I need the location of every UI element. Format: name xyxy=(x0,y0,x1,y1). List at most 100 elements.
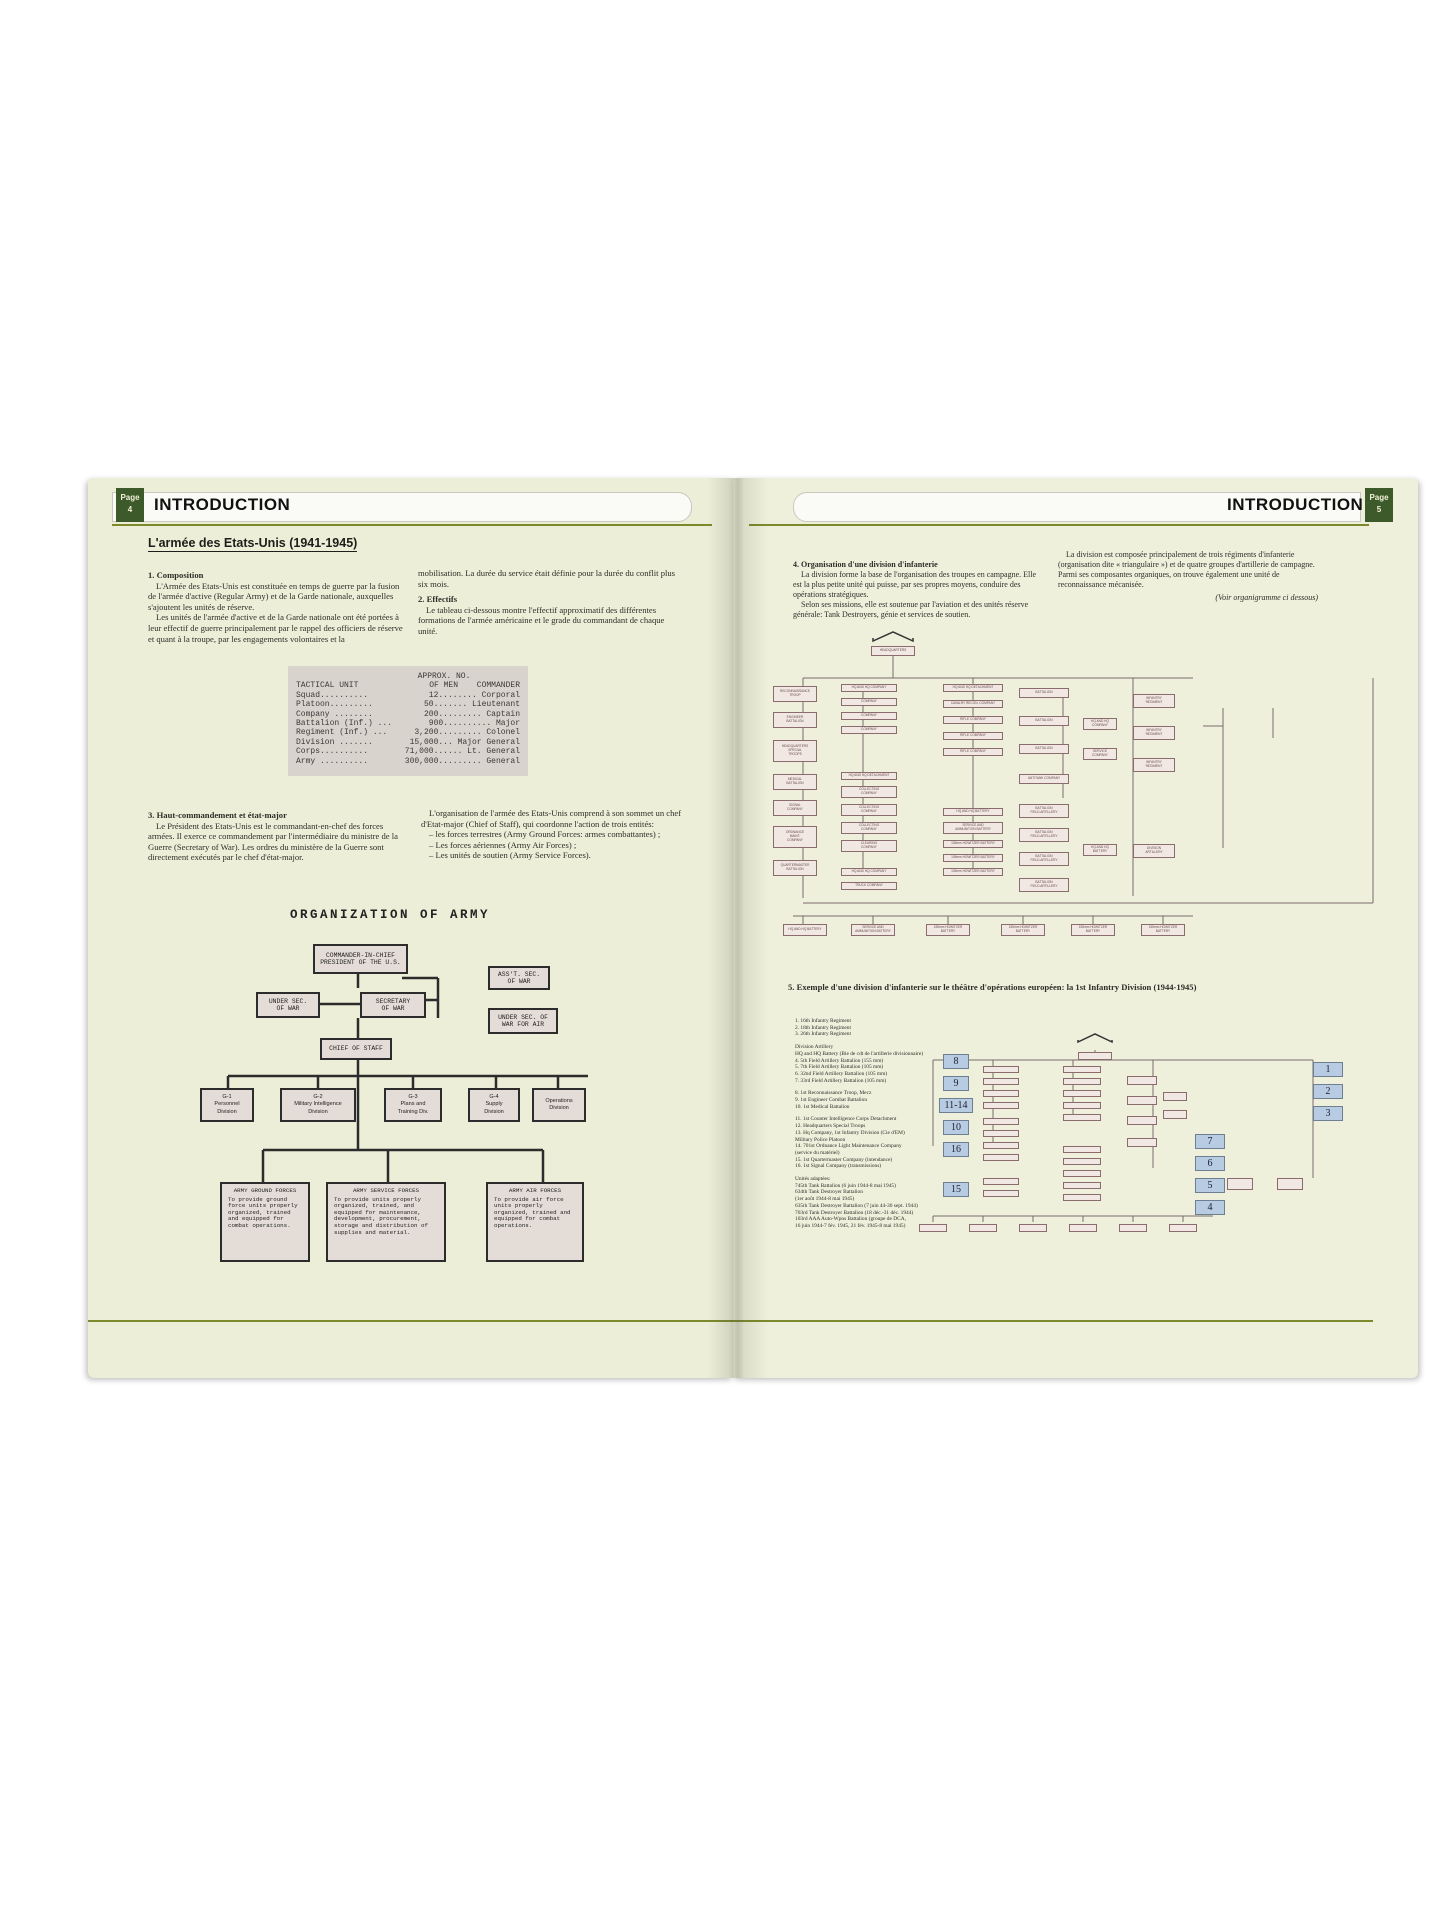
g4-box: G-4 Supply Division xyxy=(468,1088,520,1122)
list-item: Division Artillery xyxy=(795,1044,834,1051)
org-box: COMPANY xyxy=(841,712,897,720)
org-box xyxy=(983,1142,1019,1149)
org-box: HQ AND HQ DETACHMENT xyxy=(841,772,897,780)
list-item: 634th Tank Destroyer Battalion xyxy=(795,1189,863,1196)
org-box: HQ AND HQ BATTERY xyxy=(943,808,1003,816)
org-box xyxy=(1063,1182,1101,1189)
org-box xyxy=(1127,1116,1157,1125)
org-box xyxy=(983,1118,1019,1125)
list-item: 13. Hq Company, 1st Infantry Division (C… xyxy=(795,1129,905,1136)
org-box: COLLECTING COMPANY xyxy=(841,786,897,798)
box-title: ARMY GROUND FORCES xyxy=(233,1187,297,1194)
page-number-tag: Page 5 xyxy=(1365,488,1393,522)
list-item: 15. 1st Quartermaster Company (intendanc… xyxy=(795,1156,893,1163)
paragraph: Les unités de l'armée d'active et de la … xyxy=(148,612,403,644)
org-box xyxy=(1063,1090,1101,1097)
g1-box: G-1 Personnel Division xyxy=(200,1088,254,1122)
unit-number-marker: 5 xyxy=(1195,1178,1225,1193)
org-box xyxy=(1169,1224,1197,1232)
paragraph: Le tableau ci-dessous montre l'effectif … xyxy=(418,604,665,636)
cell: Company ........ xyxy=(296,709,373,719)
list-item: 16. 1st Signal Company (transmissions) xyxy=(795,1163,882,1170)
org-box: BATTALION FIELD ARTILLERY xyxy=(1019,852,1069,866)
org-box xyxy=(983,1102,1019,1109)
cell: ........ Corporal xyxy=(438,690,520,700)
cell: 900 xyxy=(428,719,444,729)
list-item: HQ and HQ Battery (Bie de cdt de l'artil… xyxy=(795,1050,924,1057)
header-rule xyxy=(749,524,1369,526)
box-title: ARMY SERVICE FORCES xyxy=(352,1187,420,1194)
header-bar xyxy=(793,492,1361,522)
heading-composition: 1. Composition xyxy=(148,570,204,580)
list-item: 5. 7th Field Artillery Battalion (105 mm… xyxy=(795,1064,884,1071)
cell: Platoon......... xyxy=(296,700,373,710)
table-row: Corps..........71,000...... Lt. General xyxy=(296,747,520,756)
org-box xyxy=(1119,1224,1147,1232)
list-item: 12. Headquarters Special Troops xyxy=(795,1123,866,1130)
text-column-composition: 1. Composition L'Armée des Etats-Unis es… xyxy=(148,570,403,644)
paragraph: La division est composée principalement … xyxy=(1058,550,1315,589)
list-item: 11. 1st Counter Intelligence Corps Detac… xyxy=(795,1116,897,1123)
header-bar xyxy=(112,492,692,522)
text-column-haut-commandement: 3. Haut-commandement et état-major Le Pr… xyxy=(148,810,410,863)
unit-number-marker: 16 xyxy=(943,1142,969,1157)
under-sec-war-box: UNDER SEC. OF WAR xyxy=(256,992,320,1018)
org-box: BATTALION FIELD ARTILLERY xyxy=(1019,828,1069,842)
list-item: 2. 18th Infantry Regiment xyxy=(795,1024,851,1031)
cell: Regiment (Inf.) ... xyxy=(296,728,388,738)
cell: Army .......... xyxy=(296,756,369,766)
list-item: 14. 701st Ordnance Light Maintenance Com… xyxy=(795,1143,902,1150)
note: (Voir organigramme ci dessous) xyxy=(1215,593,1318,602)
org-box xyxy=(1063,1158,1101,1165)
org-box xyxy=(1163,1092,1187,1101)
cell: 71,000 xyxy=(404,747,434,757)
paragraph: La division forme la base de l'organisat… xyxy=(793,570,1036,599)
org-box: 155mm HOWITZER BATTERY xyxy=(926,924,970,936)
box-text: To provide air force units properly orga… xyxy=(494,1195,571,1229)
org-box xyxy=(1069,1224,1097,1232)
division-hq-box: HEADQUARTERS xyxy=(871,646,915,656)
table-header: OF MEN xyxy=(429,681,458,691)
list-item: 4. 5th Field Artillery Battalion (155 mm… xyxy=(795,1057,884,1064)
section-title: L'armée des Etats-Unis (1941-1945) xyxy=(148,536,358,552)
list-item: 635th Tank Destroyer Battalion (7 juin 4… xyxy=(795,1202,918,1209)
unit-number-marker: 7 xyxy=(1195,1134,1225,1149)
heading-organisation-division: 4. Organisation d'une division d'infante… xyxy=(793,560,938,569)
medical-battalion-box: MEDICAL BATTALION xyxy=(773,774,817,790)
list-item: Military Police Platoon xyxy=(795,1136,846,1143)
org-box: ANTITANK COMPANY xyxy=(1019,774,1069,784)
cell: 3,200 xyxy=(414,728,439,738)
list-item: 6. 32nd Field Artillery Battalion (105 m… xyxy=(795,1070,888,1077)
org-box: HQ AND HQ COMPANY xyxy=(1083,718,1117,730)
asst-sec-war-box: ASS'T. SEC. OF WAR xyxy=(488,966,550,990)
table-row: Division .......15,000... Major General xyxy=(296,738,520,747)
box-text: To provide ground force units properly o… xyxy=(228,1195,298,1229)
operations-division-box: Operations Division xyxy=(532,1088,586,1122)
secretary-of-war-box: SECRETARY OF WAR xyxy=(360,992,426,1018)
page-header-title: INTRODUCTION xyxy=(1227,495,1364,514)
text-column-organisation: L'organisation de l'armée des Etats-Unis… xyxy=(421,808,683,861)
org-box: COLLECTING COMPANY xyxy=(841,822,897,834)
org-box: TRUCK COMPANY xyxy=(841,882,897,890)
org-box xyxy=(1063,1066,1101,1073)
list-item: 9. 1st Engineer Combat Battalion xyxy=(795,1097,868,1104)
org-box: CAVALRY RECON. COMPANY xyxy=(943,700,1003,708)
text-column-composition-division: La division est composée principalement … xyxy=(1058,550,1318,603)
list-item: (1er août 1944-8 mai 1945) xyxy=(795,1196,855,1203)
org-box: RIFLE COMPANY xyxy=(943,748,1003,756)
org-box: BATTALION FIELD ARTILLERY xyxy=(1019,878,1069,892)
org-box xyxy=(983,1066,1019,1073)
division-hq-box xyxy=(1078,1052,1112,1060)
org-box xyxy=(1277,1178,1303,1190)
cell: Battalion (Inf.) ... xyxy=(296,719,393,729)
unit-list: 1. 16th Infantry Regiment 2. 18th Infant… xyxy=(795,1018,955,1230)
cell: ......... General xyxy=(438,756,520,766)
cell: 15,000 xyxy=(409,737,439,747)
org-box: CLEARING COMPANY xyxy=(841,840,897,852)
org-box: 155mm HOWITZER BATTERY xyxy=(1001,924,1045,936)
footer-rule xyxy=(733,1320,1373,1322)
cell: 50 xyxy=(423,700,434,710)
unit-number-marker: 1 xyxy=(1313,1062,1343,1077)
cell: ......... Captain xyxy=(438,709,520,719)
list-item: – Les unités de soutien (Army Service Fo… xyxy=(429,850,591,861)
